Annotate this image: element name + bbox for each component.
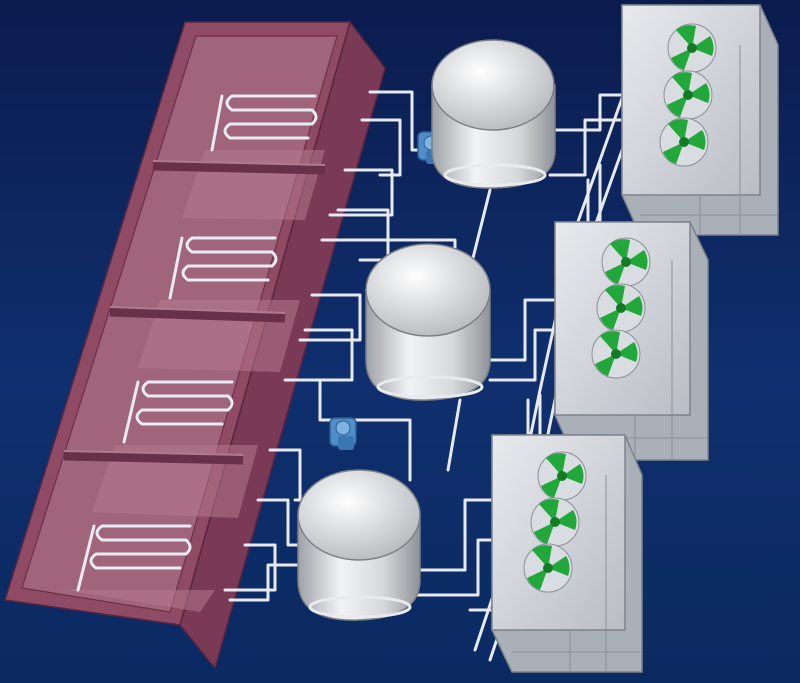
tank-dividers [63, 161, 326, 465]
fan-icon [591, 329, 641, 379]
fan-icon [530, 497, 580, 547]
tank-divider-highlights [63, 160, 326, 456]
vessel-icon [365, 243, 491, 401]
condenser-unit-icon [491, 434, 643, 673]
fan-icon [596, 283, 646, 333]
fan-icon [537, 451, 587, 501]
tank [4, 20, 386, 670]
pump-icon [329, 417, 357, 450]
coil-icon [122, 380, 234, 444]
condenser-unit-icon [621, 4, 779, 236]
fan-icon [667, 23, 717, 73]
coil-icon [210, 94, 318, 152]
fan-icon [663, 70, 713, 120]
condenser-unit-icon [554, 221, 709, 461]
vessel-icon [297, 469, 421, 621]
coil-icon [168, 236, 278, 300]
fan-icon [601, 237, 651, 287]
vessel-icon [431, 39, 556, 189]
fan-icon [659, 117, 709, 167]
fan-icon [523, 543, 573, 593]
coil-icon [76, 524, 192, 592]
